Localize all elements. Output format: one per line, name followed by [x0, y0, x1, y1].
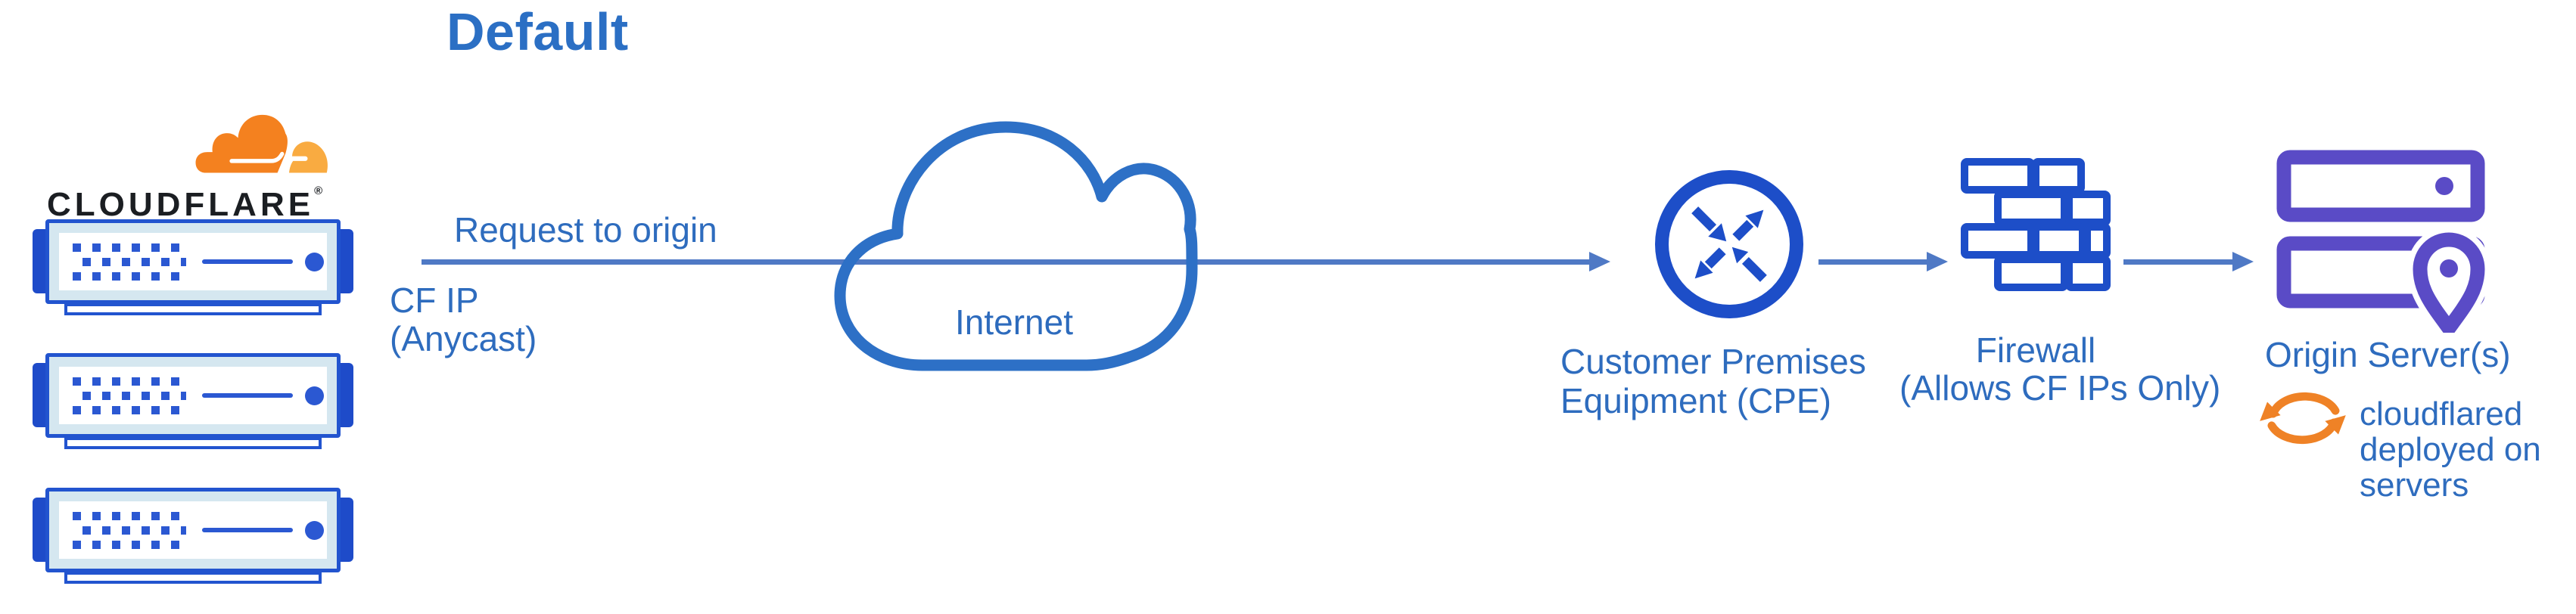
server-power-dot	[305, 520, 324, 540]
firewall-brick-wall-icon	[1961, 158, 2111, 291]
cloudflared-note-line1: cloudflared	[2360, 395, 2523, 433]
internet-label: Internet	[955, 302, 1073, 342]
cf-ip-label-line1: CF IP	[390, 281, 479, 320]
flow-arrowhead-icon	[2232, 252, 2254, 271]
flow-line-cpe-firewall	[1818, 259, 1927, 265]
server-base	[64, 572, 322, 584]
router-crossed-arrows-icon	[1691, 206, 1767, 282]
server-faceplate	[59, 233, 327, 290]
cpe-label-line1: Customer Premises	[1560, 342, 1866, 381]
firewall-label: Firewall (Allows CF IPs Only)	[1899, 330, 2221, 408]
server-body	[45, 219, 341, 304]
cloudflared-note-label: cloudflared deployed on servers	[2360, 396, 2541, 503]
cf-ip-label-line2: (Anycast)	[390, 319, 537, 358]
flow-arrowhead-icon	[1927, 252, 1948, 271]
cpe-router-icon	[1655, 170, 1803, 318]
server-power-dot	[305, 386, 324, 405]
server-vent-dots-icon	[73, 377, 186, 414]
origin-servers-location-icon	[2276, 150, 2490, 333]
request-to-origin-label: Request to origin	[454, 210, 717, 250]
cloudflare-wordmark: CLOUDFLARE®	[47, 185, 322, 224]
edge-server-icon	[33, 353, 353, 449]
server-slot-line	[202, 259, 293, 264]
server-base	[64, 303, 322, 315]
server-base	[64, 437, 322, 449]
cloudflare-wordmark-text: CLOUDFLARE	[47, 186, 315, 223]
cloudflare-logo-cloud-icon	[195, 114, 328, 173]
page-title: Default	[446, 2, 629, 61]
registered-mark: ®	[314, 185, 323, 197]
cloudflared-note-line3: servers	[2360, 467, 2469, 504]
server-faceplate	[59, 367, 327, 424]
cpe-label: Customer Premises Equipment (CPE)	[1560, 342, 1866, 420]
server-body	[45, 488, 341, 572]
edge-server-icon	[33, 488, 353, 584]
server-vent-dots-icon	[73, 243, 186, 281]
origin-servers-label: Origin Server(s)	[2265, 335, 2511, 374]
server-body	[45, 353, 341, 438]
cloudflared-sync-arrows-icon	[2260, 392, 2346, 445]
edge-server-icon	[33, 219, 353, 315]
server-slot-line	[202, 393, 293, 398]
cf-ip-anycast-label: CF IP (Anycast)	[390, 281, 537, 358]
server-faceplate	[59, 501, 327, 559]
server-power-dot	[305, 252, 324, 271]
cloudflared-note-line2: deployed on	[2360, 431, 2541, 468]
flow-line-firewall-origin	[2123, 259, 2232, 265]
server-vent-dots-icon	[73, 511, 186, 549]
cpe-label-line2: Equipment (CPE)	[1560, 381, 1831, 420]
server-slot-line	[202, 528, 293, 532]
firewall-label-line1: Firewall	[1975, 330, 2096, 370]
internet-cloud-icon	[834, 121, 1198, 371]
flow-arrowhead-icon	[1589, 252, 1610, 271]
flow-line-main	[422, 259, 1591, 265]
firewall-label-line2: (Allows CF IPs Only)	[1899, 368, 2221, 408]
